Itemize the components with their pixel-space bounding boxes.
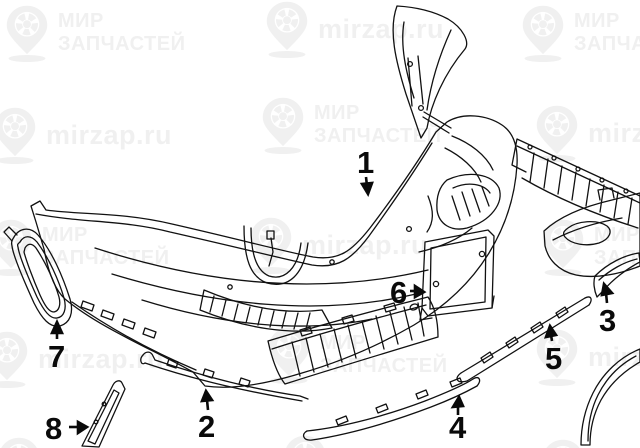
watermark-brand-line1: МИР (42, 224, 88, 246)
part-4-rail-drawing (302, 376, 481, 441)
part-end-cap-drawing (543, 187, 640, 278)
watermark-brand-line1: МИР (574, 10, 620, 32)
part-2-trim-strip-drawing (140, 296, 439, 402)
callout-label-7[interactable]: 7 (48, 339, 66, 374)
watermark-brand-line2: ЗАПЧАСТЕЙ (320, 355, 448, 377)
watermark-tile: mirzap.ru (264, 0, 444, 58)
callout-3-arrow (600, 281, 615, 304)
callout-label-1[interactable]: 1 (357, 145, 375, 180)
part-corner-sail-drawing (392, 5, 468, 139)
callout-5-arrow (543, 323, 559, 342)
callout-7-arrow (49, 318, 65, 339)
watermark-brand-line1: МИР (58, 10, 104, 32)
watermark-brand-line2: ЗАПЧАСТЕЙ (594, 247, 640, 269)
callout-2-arrow (199, 388, 215, 411)
part-6-bracket-drawing (419, 229, 495, 321)
callout-label-8[interactable]: 8 (45, 411, 63, 446)
callout-4-arrow (450, 394, 465, 415)
watermark-brand-line1: МИР (314, 102, 360, 124)
callout-label-6[interactable]: 6 (390, 275, 408, 310)
part-side-blade-drawing (580, 348, 640, 446)
watermark-brand-line2: ЗАПЧАСТЕЙ (58, 33, 186, 55)
watermark-site-text: mirzap.ru (46, 119, 173, 150)
callout-label-5[interactable]: 5 (545, 341, 563, 376)
watermark-tile: mirzap.ru (0, 330, 164, 388)
part-reinforcement-beam-drawing (511, 138, 640, 229)
part-3-bracket-drawing (593, 252, 640, 298)
watermark-site-text: mirzap.ru (38, 343, 165, 374)
part-7-reflector-drawing (3, 226, 73, 327)
callout-label-2[interactable]: 2 (198, 409, 216, 444)
watermark-tile: mirzap.ru (534, 328, 640, 386)
callout-8-arrow (69, 419, 90, 436)
watermark-site-text: mirzap.ru (318, 13, 445, 44)
callout-label-3[interactable]: 3 (599, 303, 617, 338)
watermark-tile: mirzap.ru (0, 106, 172, 164)
watermark-site-text: mirzap.ru (588, 341, 640, 372)
watermark-site-text: mirzap.ru (588, 117, 640, 148)
callout-1-arrow (359, 176, 374, 198)
callout-label-4[interactable]: 4 (449, 410, 467, 445)
watermark-brand-line2: ЗАПЧАСТЕЙ (42, 247, 170, 269)
watermark-tile: mirzap.ru (534, 104, 640, 162)
callout-6-arrow (410, 283, 427, 300)
part-bumper-cover-drawing (30, 115, 518, 388)
watermark-brand-line2: ЗАПЧАСТЕЙ (314, 125, 442, 147)
watermark-brand-line2: ЗАПЧАСТЕЙ (574, 33, 640, 55)
part-8-reflector-drawing (81, 380, 126, 448)
